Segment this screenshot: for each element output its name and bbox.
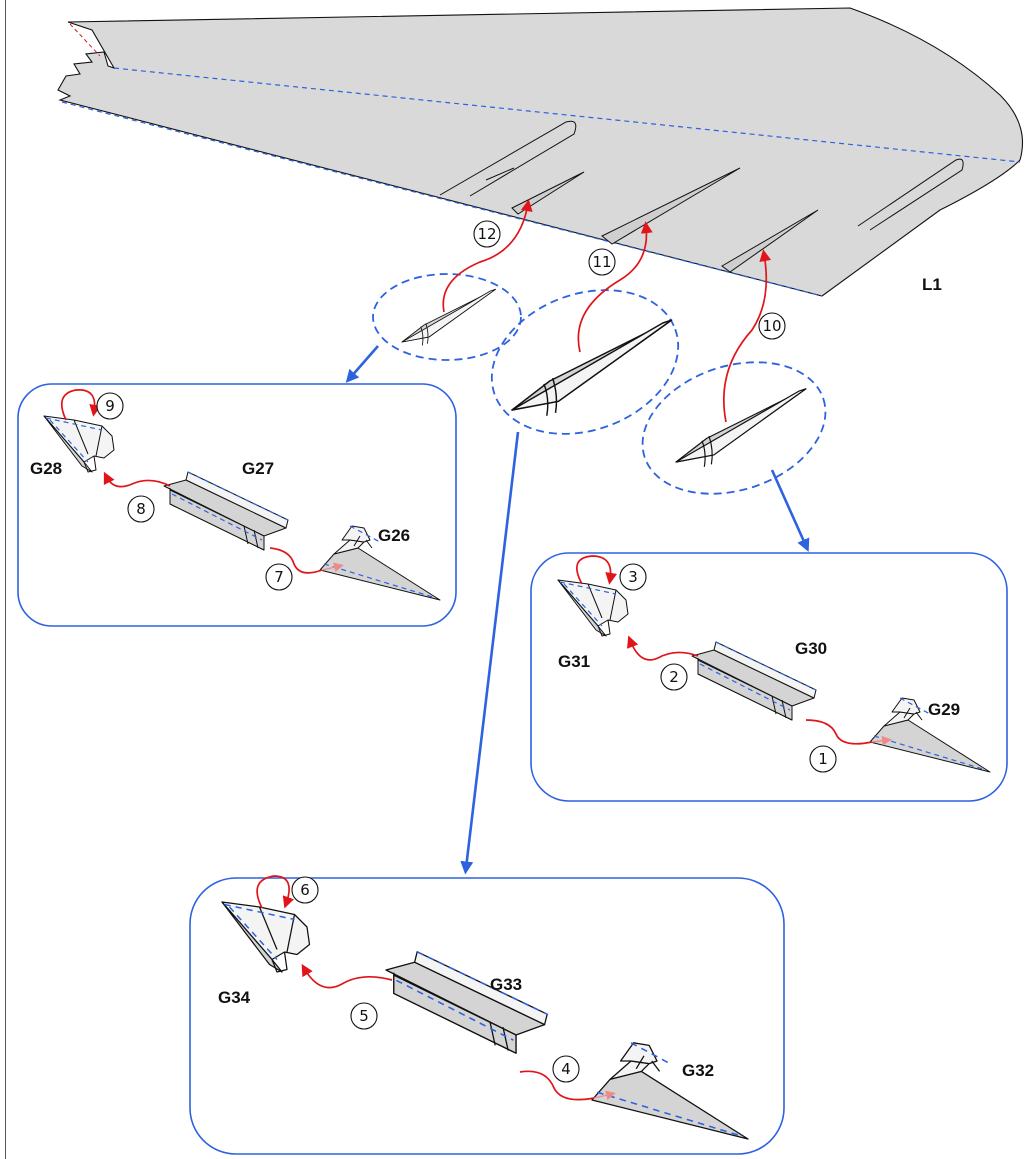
wing-surface [57,7,1024,297]
part-g34 [221,901,311,973]
step-7: 7 [265,563,293,591]
label-g32: G32 [682,1061,714,1080]
svg-text:5: 5 [359,1007,369,1025]
attach-arrow-11 [577,221,653,353]
pod-center [511,319,673,417]
label-g31: G31 [558,652,590,671]
callout-arrow-center [460,431,520,875]
pod-oval-right [641,361,827,495]
step-2: 2 [660,663,688,691]
svg-text:7: 7 [274,568,284,586]
label-g26: G26 [378,526,410,545]
pod-oval-left [372,273,522,361]
pod-group-right [641,361,827,495]
motion-arrow-9 [60,389,102,421]
part-g32 [591,1042,749,1140]
step-1: 1 [809,745,837,773]
callout-arrow-left [345,345,379,383]
label-g27: G27 [242,459,274,478]
motion-arrow-4 [519,1070,595,1101]
motion-arrow-3 [575,555,618,585]
svg-text:9: 9 [105,397,115,415]
attach-arrow-12 [442,199,533,313]
svg-text:6: 6 [300,881,310,899]
svg-text:11: 11 [592,253,611,271]
label-g29: G29 [928,700,960,719]
detail-box-right-frame [530,552,1008,802]
pod-group-center [490,289,680,435]
detail-box-right: G31 G30 G29 3 2 1 [530,552,1008,802]
step-8: 8 [127,495,155,523]
motion-arrow-2 [627,635,699,661]
step-9: 9 [96,392,124,420]
motion-arrow-8 [103,471,171,488]
svg-text:1: 1 [818,750,828,768]
svg-text:2: 2 [669,668,679,686]
step-3: 3 [619,563,647,591]
step-5: 5 [350,1002,378,1030]
pod-right [675,388,807,468]
svg-text:8: 8 [136,500,146,518]
pod-oval-center [490,289,680,435]
step-10: 10 [758,312,786,340]
pod-left [401,288,496,346]
attach-arrow-10 [723,249,772,423]
part-g31 [557,579,629,637]
motion-arrow-5 [301,963,393,989]
step-11: 11 [588,248,616,276]
wing-spar-line [113,67,1021,163]
callout-arrow-right [770,469,810,552]
step-4: 4 [552,1055,580,1083]
svg-text:3: 3 [628,568,638,586]
motion-arrow-7 [269,547,323,574]
motion-arrow-1 [805,719,873,745]
page-left-border [5,0,6,1159]
label-g33: G33 [490,975,522,994]
part-g33 [385,951,548,1054]
pod-group-left [372,273,522,361]
svg-text:12: 12 [477,225,496,243]
detail-box-left: G28 G27 G26 9 8 7 [17,383,457,627]
detail-box-left-frame [17,383,457,627]
label-g28: G28 [30,459,62,478]
step-6: 6 [291,876,319,904]
svg-text:10: 10 [762,317,781,335]
wing-trailing-edge-line [61,101,823,297]
motion-arrow-6 [256,875,295,909]
label-g30: G30 [795,639,827,658]
wing-assembly: L1 [57,7,1024,297]
label-g34: G34 [218,988,251,1007]
part-g27 [163,471,289,551]
wing-label: L1 [922,275,942,294]
svg-text:4: 4 [561,1060,571,1078]
detail-box-bottom-frame [189,877,785,1155]
detail-box-bottom: G34 G33 G32 6 5 4 [189,875,785,1155]
step-12: 12 [473,220,501,248]
